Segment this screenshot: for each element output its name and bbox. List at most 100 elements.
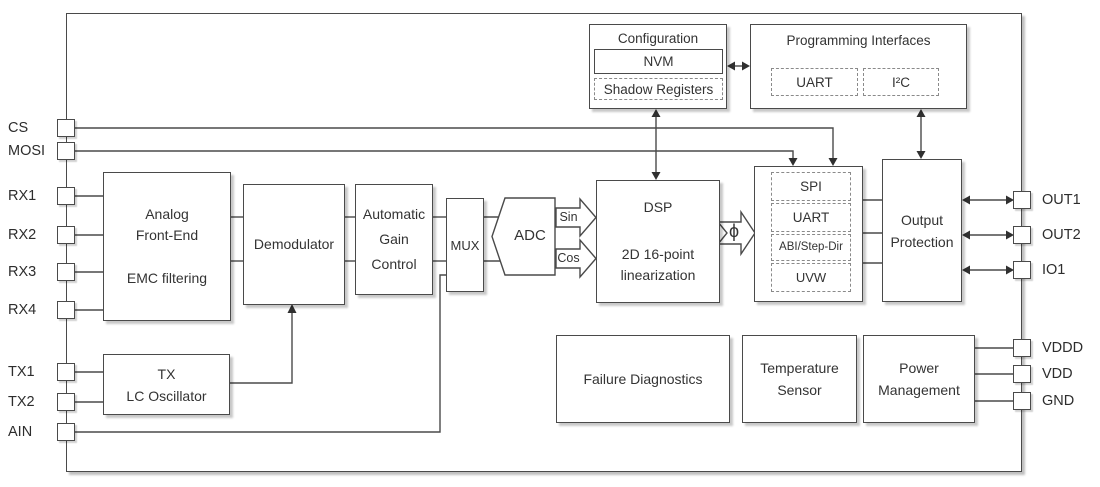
agc-line2: Gain bbox=[379, 231, 409, 247]
pin-label-mosi: MOSI bbox=[8, 143, 46, 159]
tx-osc-line1: TX bbox=[157, 365, 176, 382]
dsp-line3: linearization bbox=[620, 267, 696, 283]
uart-prog-box: UART bbox=[771, 68, 858, 96]
pin-gnd bbox=[1013, 392, 1031, 410]
pin-label-gnd: GND bbox=[1042, 393, 1075, 409]
tx-wires bbox=[75, 371, 103, 403]
afe-line3: EMC filtering bbox=[126, 270, 208, 286]
sin-arrow bbox=[555, 197, 597, 238]
block-power-management: Power Management bbox=[863, 335, 975, 423]
block-temperature-sensor: Temperature Sensor bbox=[742, 335, 857, 423]
mosi-wire bbox=[75, 150, 798, 166]
interface-to-output-protection-wires bbox=[863, 199, 882, 264]
ain-wire bbox=[75, 274, 446, 433]
pin-label-tx1: TX1 bbox=[8, 364, 35, 380]
pin-vdd bbox=[1013, 365, 1031, 383]
pin-io1 bbox=[1013, 261, 1031, 279]
configuration-dsp-arrow bbox=[651, 109, 661, 180]
block-programming-interfaces: Programming Interfaces UART I²C bbox=[750, 24, 967, 109]
arrow-down bbox=[788, 158, 798, 166]
sin-label: Sin bbox=[559, 210, 578, 224]
spi-label: SPI bbox=[800, 179, 822, 194]
pin-cs bbox=[57, 119, 75, 137]
pin-label-rx3: RX3 bbox=[8, 264, 37, 280]
afe-line1: Analog bbox=[145, 206, 189, 222]
pin-label-rx4: RX4 bbox=[8, 302, 37, 318]
dsp-line2: 2D 16-point bbox=[621, 246, 695, 262]
pin-label-io1: IO1 bbox=[1042, 262, 1066, 278]
programming-title: Programming Interfaces bbox=[786, 33, 931, 48]
block-demodulator: Demodulator bbox=[243, 184, 345, 305]
pin-label-vdd: VDD bbox=[1042, 366, 1073, 382]
block-mux: MUX bbox=[446, 198, 484, 292]
agc-line1: Automatic bbox=[362, 206, 426, 222]
block-analog-front-end: Analog Front-End EMC filtering bbox=[103, 172, 231, 321]
rx-wires bbox=[75, 195, 103, 311]
phi-arrow bbox=[716, 209, 756, 257]
output-protection-line2: Protection bbox=[890, 233, 954, 250]
temperature-sensor-line2: Sensor bbox=[777, 382, 822, 398]
pin-out1 bbox=[1013, 191, 1031, 209]
tx-osc-line2: LC Oscillator bbox=[126, 387, 207, 404]
tx-osc-to-demodulator-wire bbox=[230, 304, 297, 384]
i2c-label: I²C bbox=[892, 74, 910, 90]
configuration-programming-arrow bbox=[727, 61, 750, 71]
block-output-interface: SPI UART ABI/Step-Dir UVW bbox=[754, 166, 863, 302]
abi-step-dir-row: ABI/Step-Dir bbox=[771, 234, 851, 261]
temperature-sensor-line1: Temperature bbox=[760, 360, 839, 376]
uart-prog-label: UART bbox=[796, 74, 833, 90]
cos-arrow bbox=[555, 238, 597, 279]
afe-line2: Front-End bbox=[135, 227, 199, 243]
pin-tx1 bbox=[57, 363, 75, 381]
uvw-row: UVW bbox=[771, 263, 851, 292]
block-configuration: Configuration NVM Shadow Registers bbox=[589, 24, 727, 109]
block-failure-diagnostics: Failure Diagnostics bbox=[556, 335, 730, 423]
pin-ain bbox=[57, 423, 75, 441]
agc-line3: Control bbox=[371, 256, 417, 272]
output-protection-line1: Output bbox=[900, 211, 944, 228]
pin-rx4 bbox=[57, 301, 75, 319]
demodulator-label: Demodulator bbox=[253, 236, 335, 252]
pin-label-out1: OUT1 bbox=[1042, 192, 1081, 208]
failure-diagnostics-label: Failure Diagnostics bbox=[583, 370, 703, 387]
pin-vddd bbox=[1013, 339, 1031, 357]
programming-output-protection-arrow bbox=[916, 109, 926, 159]
nvm-label: NVM bbox=[643, 54, 674, 69]
shaped-symbols bbox=[491, 197, 756, 279]
pin-tx2 bbox=[57, 393, 75, 411]
block-output-protection: Output Protection bbox=[882, 159, 962, 302]
adc-label: ADC bbox=[514, 227, 546, 244]
cs-wire bbox=[75, 127, 838, 166]
shadow-registers-label: Shadow Registers bbox=[603, 81, 714, 97]
phi-label: ϕ bbox=[728, 221, 740, 241]
pin-label-cs: CS bbox=[8, 120, 29, 136]
configuration-title: Configuration bbox=[617, 31, 699, 46]
pin-rx1 bbox=[57, 187, 75, 205]
cos-label: Cos bbox=[557, 251, 580, 265]
arrow-up bbox=[287, 304, 297, 313]
power-management-line1: Power bbox=[899, 360, 939, 376]
pin-out2 bbox=[1013, 226, 1031, 244]
dsp-line1: DSP bbox=[643, 199, 673, 215]
shadow-registers-box: Shadow Registers bbox=[594, 78, 723, 100]
pin-rx2 bbox=[57, 226, 75, 244]
uart-label: UART bbox=[792, 210, 830, 225]
pin-rx3 bbox=[57, 263, 75, 281]
pin-label-vddd: VDDD bbox=[1042, 340, 1084, 356]
uart-row: UART bbox=[771, 203, 851, 232]
nvm-box: NVM bbox=[594, 49, 723, 74]
i2c-box: I²C bbox=[863, 68, 939, 96]
pin-mosi bbox=[57, 142, 75, 160]
block-dsp: DSP 2D 16-point linearization bbox=[596, 180, 720, 303]
pin-label-tx2: TX2 bbox=[8, 394, 35, 410]
pin-label-out2: OUT2 bbox=[1042, 227, 1081, 243]
pin-label-ain: AIN bbox=[8, 424, 33, 440]
output-protection-to-pins-arrows bbox=[962, 195, 1014, 275]
block-tx-lc-oscillator: TX LC Oscillator bbox=[103, 354, 230, 415]
power-management-to-pins-wires bbox=[975, 347, 1013, 402]
power-management-line2: Management bbox=[878, 382, 960, 398]
pin-label-rx1: RX1 bbox=[8, 188, 37, 204]
pin-label-rx2: RX2 bbox=[8, 227, 37, 243]
